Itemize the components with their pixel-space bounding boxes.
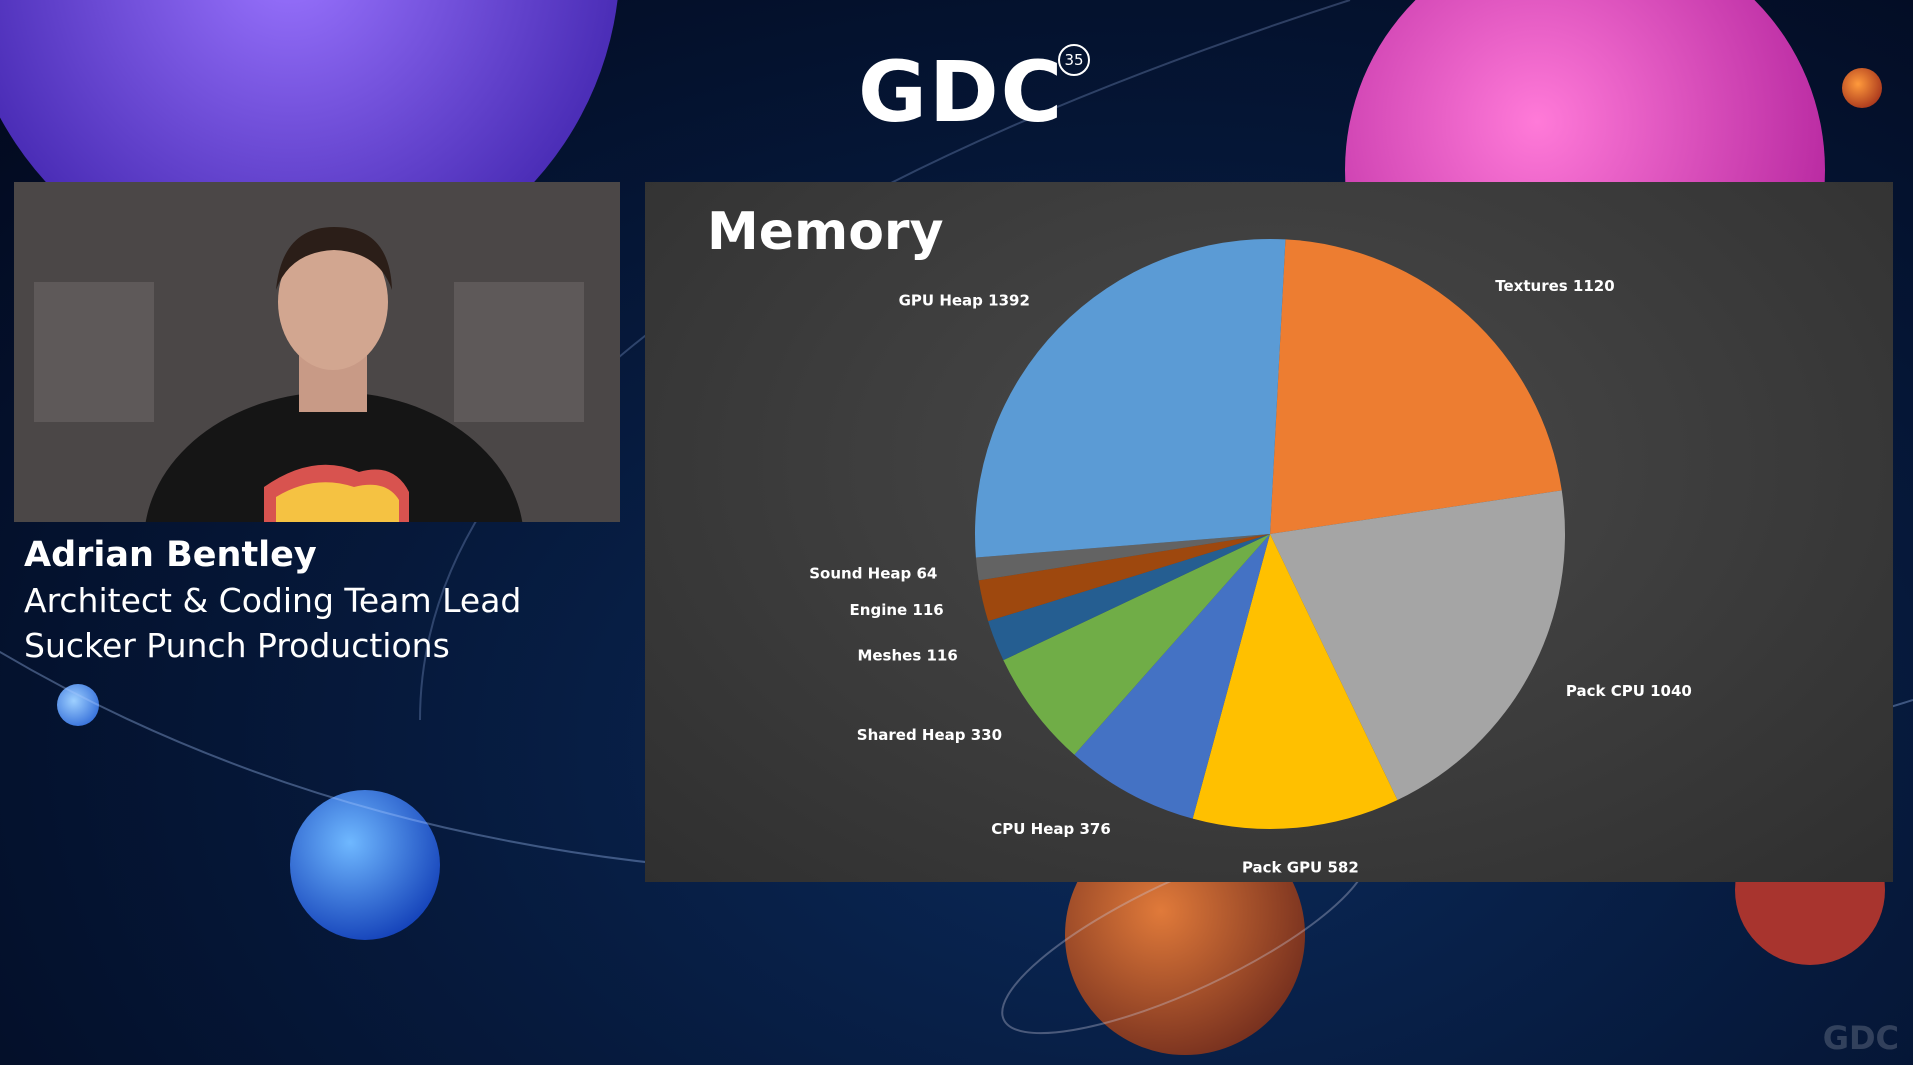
speaker-info: Adrian Bentley Architect & Coding Team L… (24, 535, 521, 665)
speaker-name: Adrian Bentley (24, 535, 317, 575)
slide-title: Memory (707, 202, 944, 262)
pie-label-pack-gpu: Pack GPU 582 (1242, 859, 1359, 877)
pie-label-sound-heap: Sound Heap 64 (809, 565, 937, 583)
speaker-video (14, 182, 620, 522)
speaker-video-illustration (14, 182, 620, 522)
pie-slice-pack-gpu (1192, 534, 1398, 829)
small-blue-planet (57, 684, 99, 726)
speaker-role: Architect & Coding Team Lead (24, 581, 522, 620)
pie-slice-pack-cpu (1270, 490, 1565, 801)
orange-moon (1842, 68, 1882, 108)
pie-label-cpu-heap: CPU Heap 376 (991, 820, 1111, 838)
pie-label-engine: Engine 116 (850, 601, 944, 619)
pie-slice-textures (1270, 239, 1562, 534)
pie-slice-engine (978, 534, 1270, 622)
pie-label-textures: Textures 1120 (1495, 277, 1614, 295)
pie-slice-meshes (988, 534, 1270, 661)
speaker-company: Sucker Punch Productions (24, 626, 450, 665)
pie-label-meshes: Meshes 116 (857, 646, 957, 664)
blue-dotted-planet (290, 790, 440, 940)
pie-label-pack-cpu: Pack CPU 1040 (1566, 682, 1692, 700)
pie-label-shared-heap: Shared Heap 330 (857, 726, 1002, 744)
pie-slice-cpu-heap (1074, 534, 1270, 819)
pie-label-gpu-heap: GPU Heap 1392 (899, 291, 1030, 309)
gdc-watermark: GDC (1822, 1019, 1899, 1057)
gdc-anniversary-badge: 35 (1058, 44, 1090, 76)
pie-slice-sound-heap (975, 534, 1270, 581)
pie-slice-shared-heap (1003, 534, 1270, 755)
gdc-logo: GDC (858, 43, 1065, 141)
pie-slice-gpu-heap (975, 239, 1286, 558)
